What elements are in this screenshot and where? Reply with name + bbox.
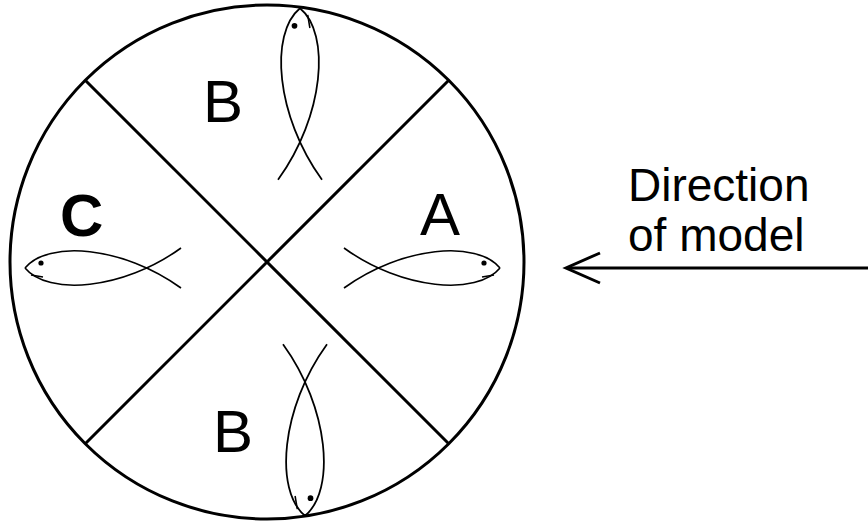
quadrant-label: B bbox=[213, 402, 253, 462]
quadrant-label: B bbox=[203, 72, 243, 132]
fish-mouth bbox=[482, 275, 494, 277]
fish-eye bbox=[38, 260, 43, 265]
fish-mouth bbox=[31, 275, 43, 277]
fish-figure bbox=[25, 248, 181, 288]
direction-label: Direction of model bbox=[628, 160, 858, 260]
fish-body bbox=[25, 248, 181, 288]
fish-mouth bbox=[295, 496, 297, 509]
fish-figure bbox=[283, 344, 327, 516]
fish-figure bbox=[344, 248, 500, 288]
fish-body bbox=[278, 8, 322, 180]
fish-body bbox=[344, 248, 500, 288]
arena-circle bbox=[10, 5, 524, 519]
fish-mouth bbox=[308, 15, 310, 28]
fish-body bbox=[283, 344, 327, 516]
fish-eye bbox=[481, 260, 486, 265]
fish-figure bbox=[278, 8, 322, 180]
arrow-head bbox=[566, 253, 600, 283]
quadrant-label: A bbox=[420, 185, 460, 245]
fish-eye bbox=[308, 495, 314, 501]
quadrant-label: C bbox=[60, 186, 103, 246]
direction-arrow bbox=[568, 267, 868, 270]
fish-eye bbox=[292, 23, 298, 29]
fish-group bbox=[25, 8, 500, 516]
